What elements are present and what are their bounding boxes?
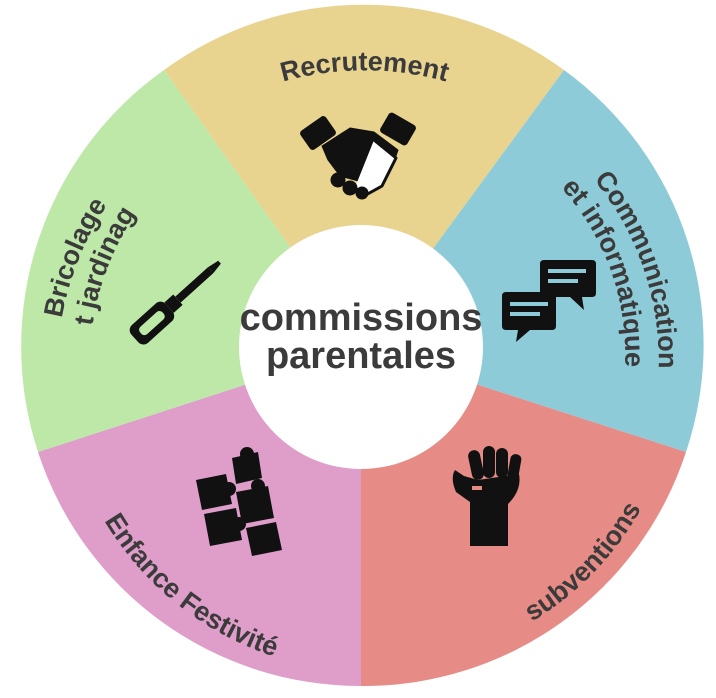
center-circle xyxy=(239,225,483,469)
center-title-line1: commissions xyxy=(240,297,483,339)
raised-fist-icon xyxy=(452,446,522,546)
handshake-icon xyxy=(300,112,416,200)
center-title-line2: parentales xyxy=(266,335,456,377)
screwdriver-icon xyxy=(129,260,221,345)
chat-bubbles-icon xyxy=(502,260,596,342)
puzzle-pieces-icon xyxy=(196,447,282,556)
